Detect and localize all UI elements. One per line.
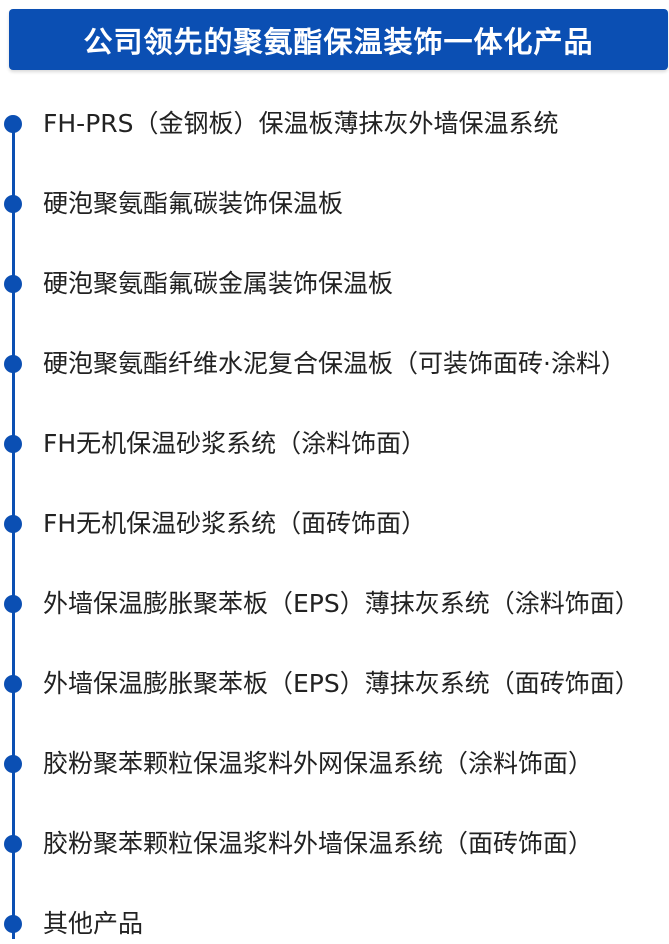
product-item[interactable]: FH无机保温砂浆系统（涂料饰面） xyxy=(0,424,669,464)
bullet-dot-icon xyxy=(4,835,22,853)
product-label: 外墙保温膨胀聚苯板（EPS）薄抹灰系统（面砖饰面） xyxy=(43,669,640,698)
product-item[interactable]: FH无机保温砂浆系统（面砖饰面） xyxy=(0,504,669,544)
product-label: 胶粉聚苯颗粒保温浆料外网保温系统（涂料饰面） xyxy=(43,749,594,778)
product-label: 胶粉聚苯颗粒保温浆料外墙保温系统（面砖饰面） xyxy=(43,829,594,858)
bullet-dot-icon xyxy=(4,275,22,293)
product-item[interactable]: 胶粉聚苯颗粒保温浆料外墙保温系统（面砖饰面） xyxy=(0,824,669,864)
product-label: FH无机保温砂浆系统（面砖饰面） xyxy=(43,509,427,538)
bullet-dot-icon xyxy=(4,195,22,213)
bullet-dot-icon xyxy=(4,435,22,453)
product-item[interactable]: 硬泡聚氨酯纤维水泥复合保温板（可装饰面砖·涂料） xyxy=(0,344,669,384)
product-label: 其他产品 xyxy=(43,909,144,938)
product-item[interactable]: 硬泡聚氨酯氟碳金属装饰保温板 xyxy=(0,264,669,304)
bullet-dot-icon xyxy=(4,355,22,373)
header-banner: 公司领先的聚氨酯保温装饰一体化产品 xyxy=(9,9,668,70)
bullet-dot-icon xyxy=(4,515,22,533)
product-item[interactable]: 外墙保温膨胀聚苯板（EPS）薄抹灰系统（面砖饰面） xyxy=(0,664,669,704)
product-item[interactable]: 其他产品 xyxy=(0,904,669,944)
product-label: 硬泡聚氨酯氟碳装饰保温板 xyxy=(43,189,344,218)
product-item[interactable]: 外墙保温膨胀聚苯板（EPS）薄抹灰系统（涂料饰面） xyxy=(0,584,669,624)
product-label: FH无机保温砂浆系统（涂料饰面） xyxy=(43,429,427,458)
bullet-dot-icon xyxy=(4,675,22,693)
product-item[interactable]: FH-PRS（金钢板）保温板薄抹灰外墙保温系统 xyxy=(0,104,669,144)
bullet-dot-icon xyxy=(4,755,22,773)
product-label: 硬泡聚氨酯氟碳金属装饰保温板 xyxy=(43,269,394,298)
bullet-dot-icon xyxy=(4,595,22,613)
product-item[interactable]: 硬泡聚氨酯氟碳装饰保温板 xyxy=(0,184,669,224)
product-label: FH-PRS（金钢板）保温板薄抹灰外墙保温系统 xyxy=(43,109,559,138)
header-title: 公司领先的聚氨酯保温装饰一体化产品 xyxy=(83,24,594,59)
product-label: 外墙保温膨胀聚苯板（EPS）薄抹灰系统（涂料饰面） xyxy=(43,589,640,618)
bullet-dot-icon xyxy=(4,115,22,133)
product-item[interactable]: 胶粉聚苯颗粒保温浆料外网保温系统（涂料饰面） xyxy=(0,744,669,784)
product-label: 硬泡聚氨酯纤维水泥复合保温板（可装饰面砖·涂料） xyxy=(43,349,626,378)
bullet-dot-icon xyxy=(4,915,22,933)
